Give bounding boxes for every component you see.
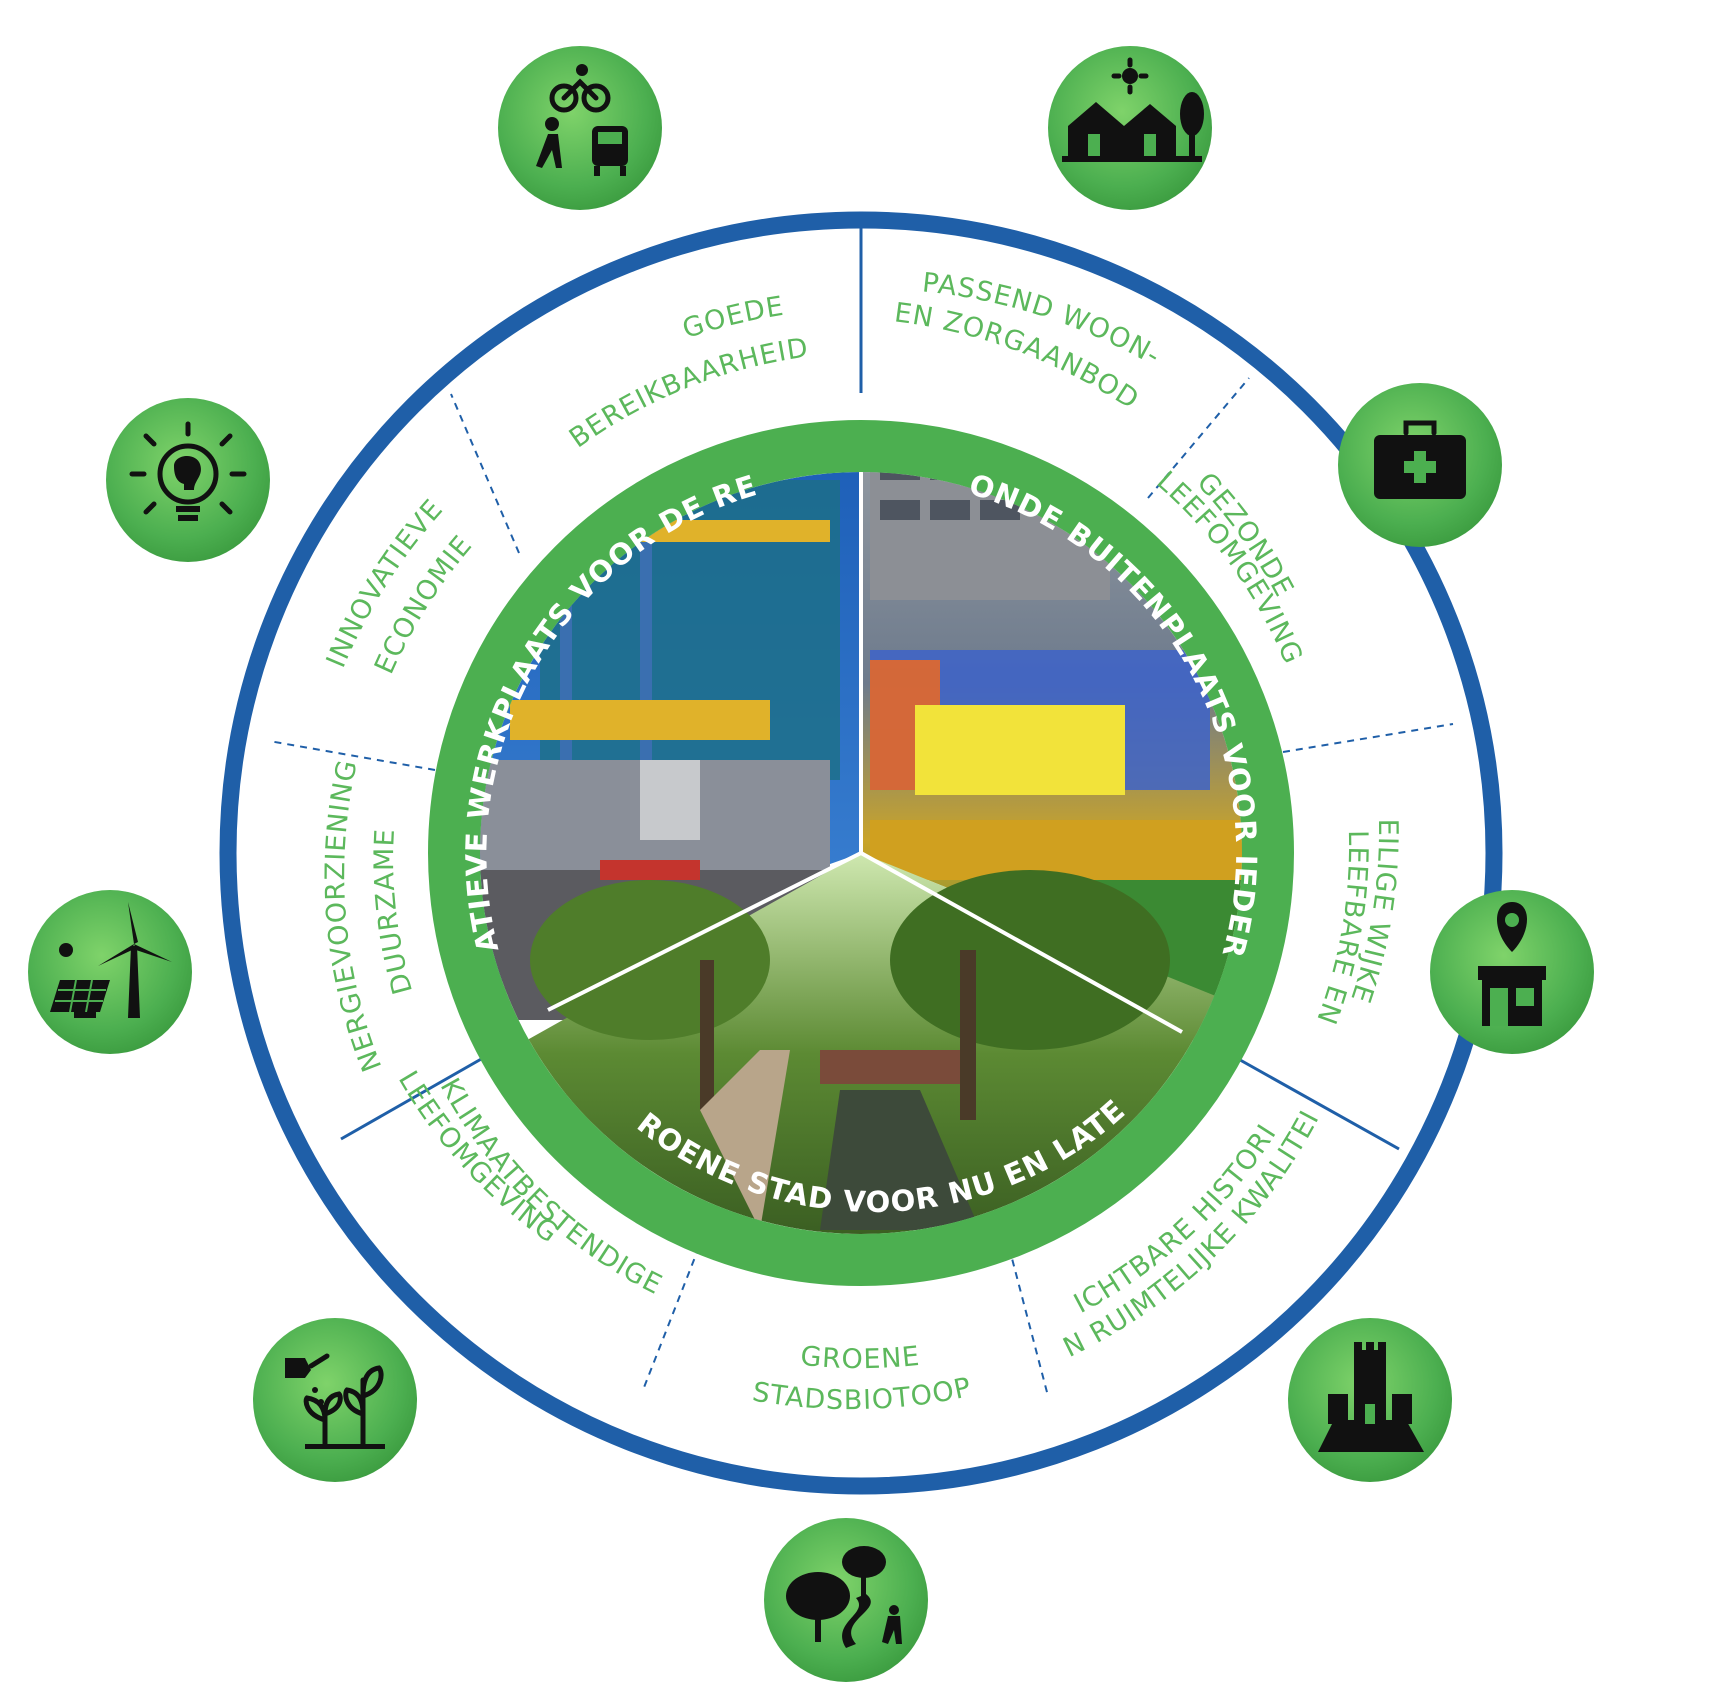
theme-dividers bbox=[340, 228, 1400, 1151]
theme-ring bbox=[428, 420, 1294, 1286]
photo-collage bbox=[480, 472, 1242, 1234]
renewable-energy-icon bbox=[28, 890, 192, 1054]
castle-icon bbox=[1288, 1318, 1452, 1482]
nature-walk-icon bbox=[764, 1518, 928, 1682]
outer-ring bbox=[219, 211, 1503, 1495]
housing-icon bbox=[1048, 46, 1212, 210]
svg-text:STADSBIOTOOP: STADSBIOTOOP bbox=[750, 1372, 974, 1416]
medical-kit-icon bbox=[1338, 383, 1502, 547]
svg-text:GOEDE: GOEDE bbox=[679, 291, 787, 345]
watering-plants-icon bbox=[253, 1318, 417, 1482]
segment-dividers bbox=[268, 377, 1454, 1397]
segment-economie: INNOVATIEVE ECONOMIE bbox=[321, 493, 478, 678]
svg-text:GROENE: GROENE bbox=[799, 1341, 921, 1376]
segment-biotoop: GROENE STADSBIOTOOP bbox=[750, 1341, 974, 1416]
segment-wonen: PASSEND WOON- EN ZORGAANBOD bbox=[893, 267, 1165, 415]
location-shop-icon bbox=[1430, 890, 1594, 1054]
mobility-icon bbox=[498, 46, 662, 210]
innovation-bulb-icon bbox=[106, 398, 270, 562]
svg-text:DUURZAME: DUURZAME bbox=[369, 828, 419, 998]
